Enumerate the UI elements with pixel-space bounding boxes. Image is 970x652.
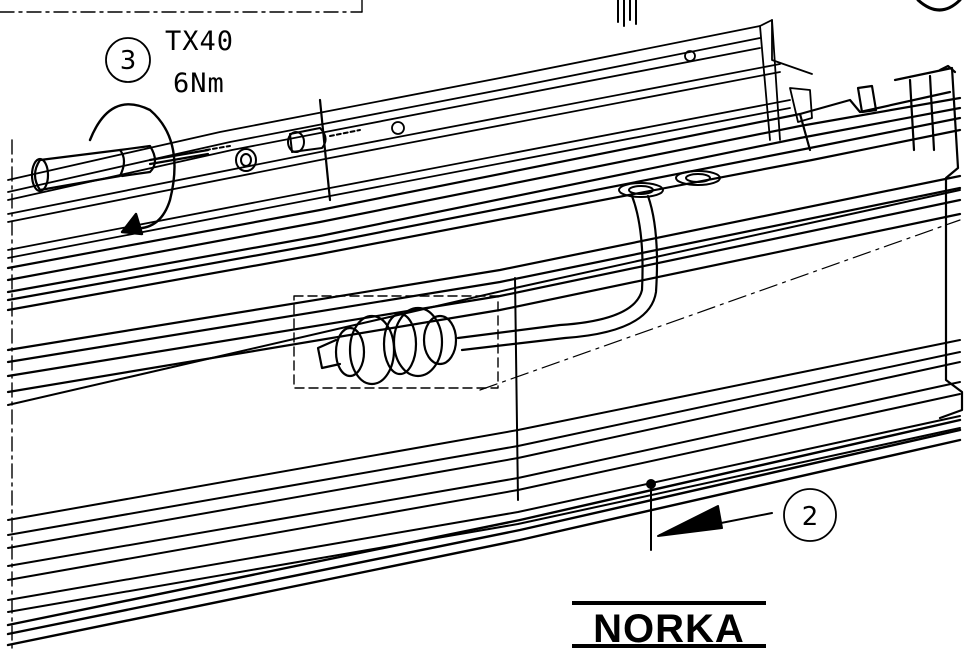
screwdriver bbox=[30, 144, 210, 193]
callout-3-number: 3 bbox=[120, 46, 137, 76]
connector-detail-box bbox=[293, 295, 499, 389]
cover-centerline bbox=[479, 219, 961, 391]
bit-size-label: TX40 bbox=[165, 26, 234, 57]
cable-grommets bbox=[618, 170, 721, 198]
front-cover bbox=[7, 189, 961, 613]
rotation-arrow bbox=[88, 103, 176, 236]
callout-circle-partial bbox=[916, 0, 962, 12]
bolt bbox=[205, 127, 361, 172]
detail-frame-top bbox=[0, 0, 363, 13]
callout-2-leader bbox=[646, 479, 773, 551]
cable bbox=[456, 194, 659, 352]
lower-rail bbox=[6, 418, 962, 647]
callout-3-circle bbox=[105, 37, 151, 83]
wire-ends bbox=[617, 0, 637, 27]
rail-end-profile bbox=[856, 64, 964, 420]
callout-2-circle bbox=[783, 488, 837, 542]
callout-2-number: 2 bbox=[802, 502, 819, 532]
torque-label: 6Nm bbox=[173, 68, 225, 99]
main-rail bbox=[6, 90, 962, 394]
connector bbox=[316, 306, 458, 386]
norka-logo: NORKA bbox=[572, 601, 766, 651]
logo-text: NORKA bbox=[593, 607, 745, 651]
